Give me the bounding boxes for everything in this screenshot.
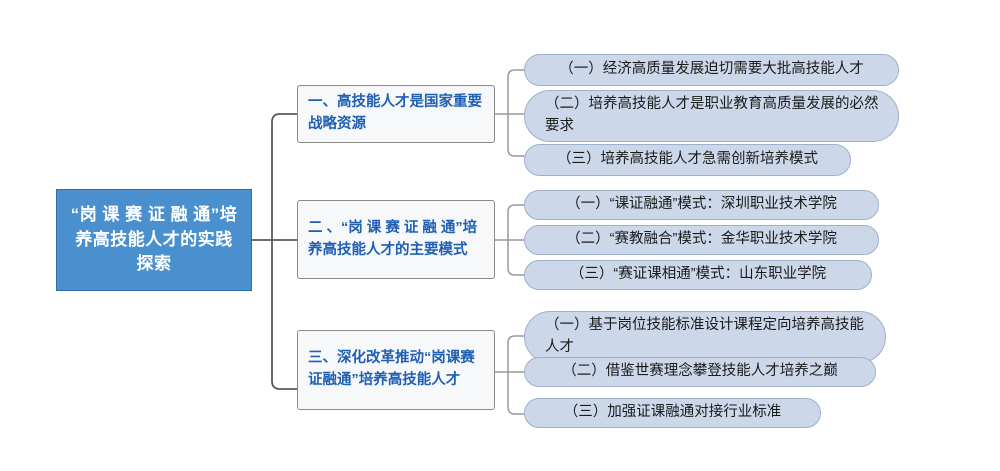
root-node[interactable]: “岗 课 赛 证 融 通”培养高技能人才的实践探索 <box>56 189 252 291</box>
leaf-node-2-2[interactable]: （二）“赛教融合”模式：金华职业技术学院 <box>524 225 879 255</box>
leaf-node-2-1-label: （一）“课证融通”模式：深圳职业技术学院 <box>566 196 837 213</box>
root-node-label: “岗 课 赛 证 融 通”培养高技能人才的实践探索 <box>70 205 238 274</box>
leaf-node-3-3-label: （三）加强证课融通对接行业标准 <box>563 404 782 421</box>
connector-branch-1-leaf-1 <box>507 69 525 115</box>
leaf-node-3-1-label: （一）基于岗位技能标准设计课程定向培养高技能人才 <box>545 317 864 355</box>
leaf-node-3-3[interactable]: （三）加强证课融通对接行业标准 <box>524 398 821 428</box>
branch-node-2[interactable]: 二 、“岗 课 赛 证 融 通”培养高技能人才的主要模式 <box>297 200 495 279</box>
leaf-node-1-2-label: （二）培养高技能人才是职业教育高质量发展的必然要求 <box>545 96 879 134</box>
leaf-node-3-2-label: （二）借鉴世赛理念攀登技能人才培养之巅 <box>562 363 838 380</box>
leaf-node-1-1[interactable]: （一）经济高质量发展迫切需要大批高技能人才 <box>524 54 899 86</box>
connector-branch-1-leaf-3 <box>507 113 525 157</box>
connector-root-to-branch-3 <box>271 239 298 390</box>
leaf-node-1-2[interactable]: （二）培养高技能人才是职业教育高质量发展的必然要求 <box>524 90 899 142</box>
connector-branch-3-leaf-1 <box>507 335 525 373</box>
leaf-node-2-2-label: （二）“赛教融合”模式：金华职业技术学院 <box>566 231 837 248</box>
leaf-node-1-1-label: （一）经济高质量发展迫切需要大批高技能人才 <box>559 61 864 78</box>
leaf-node-2-3-label: （三）“赛证课相通”模式：山东职业学院 <box>569 266 827 283</box>
connector-branch-2-leaf-3 <box>507 239 525 276</box>
branch-node-1[interactable]: 一、高技能人才是国家重要战略资源 <box>297 85 495 143</box>
branch-node-3-label: 三、深化改革推动“岗课赛证融通”培养高技能人才 <box>308 350 475 388</box>
leaf-node-2-1[interactable]: （一）“课证融通”模式：深圳职业技术学院 <box>524 190 879 220</box>
leaf-node-3-2[interactable]: （二）借鉴世赛理念攀登技能人才培养之巅 <box>524 357 876 387</box>
connector-branch-2-leaf-1 <box>507 204 525 241</box>
leaf-node-2-3[interactable]: （三）“赛证课相通”模式：山东职业学院 <box>524 260 872 290</box>
leaf-node-1-3-label: （三）培养高技能人才急需创新培养模式 <box>557 151 818 168</box>
connector-branch-3-leaf-3 <box>507 371 525 415</box>
connector-root-to-branch-1 <box>271 113 298 241</box>
leaf-node-3-1[interactable]: （一）基于岗位技能标准设计课程定向培养高技能人才 <box>524 311 886 363</box>
leaf-node-1-3[interactable]: （三）培养高技能人才急需创新培养模式 <box>524 144 851 176</box>
branch-node-3[interactable]: 三、深化改革推动“岗课赛证融通”培养高技能人才 <box>297 330 495 410</box>
branch-node-1-label: 一、高技能人才是国家重要战略资源 <box>308 94 482 132</box>
branch-node-2-label: 二 、“岗 课 赛 证 融 通”培养高技能人才的主要模式 <box>308 219 478 258</box>
